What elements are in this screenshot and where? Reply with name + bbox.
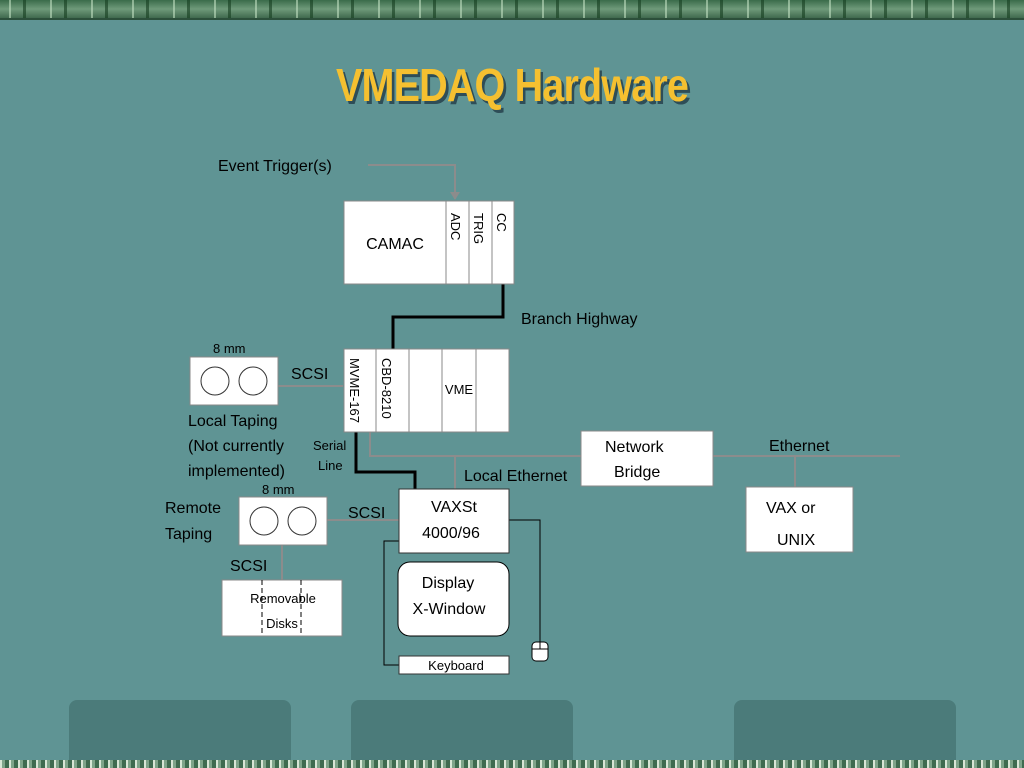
branch-highway-label: Branch Highway [521, 311, 638, 328]
slide-title: VMEDAQ Hardware [335, 59, 689, 111]
remote-8mm-label: 8 mm [262, 482, 295, 497]
thin-connectors [383, 519, 541, 666]
tape-reel-icon [200, 366, 230, 396]
local-scsi-label: SCSI [291, 366, 328, 383]
disks-label-1: Removable [250, 591, 316, 606]
event-trigger-arrowhead [450, 192, 460, 200]
remote-taping-label-1: Remote [165, 500, 221, 517]
cc-label: CC [494, 213, 509, 232]
vax-unix-box [745, 486, 854, 553]
display-label-1: Display [422, 575, 474, 592]
vaxst-label-2: 4000/96 [422, 525, 480, 542]
cbd-label: CBD-8210 [379, 358, 394, 419]
event-trigger-label: Event Trigger(s) [218, 158, 332, 175]
disk-scsi-label: SCSI [230, 558, 267, 575]
local-ethernet-line [369, 432, 581, 457]
event-trigger-line [368, 164, 456, 199]
footer-panel-center [351, 700, 573, 762]
mouse-cable [509, 519, 541, 642]
local-taping-label-2: (Not currently [188, 438, 284, 455]
disks-label-2: Disks [266, 616, 298, 631]
vaxstation-box [398, 488, 510, 554]
vme-label: VME [445, 382, 474, 397]
branch-highway-line [391, 284, 505, 349]
tape-reel-icon [238, 366, 268, 396]
serial-line-label-1: Serial [313, 438, 346, 453]
remote-taping-label-2: Taping [165, 526, 212, 543]
network-bridge-box [580, 430, 714, 487]
serial-line-label-2: Line [318, 458, 343, 473]
network-bridge-label-2: Bridge [614, 464, 660, 481]
remote-tape-drive [238, 496, 328, 546]
local-ethernet-label: Local Ethernet [464, 468, 568, 485]
mvme-label: MVME-167 [347, 358, 362, 423]
vme-crate: MVME-167 CBD-8210 VME [343, 348, 510, 433]
keyboard-label: Keyboard [428, 658, 484, 673]
local-8mm-label: 8 mm [213, 341, 246, 356]
keyboard-cable [383, 540, 399, 666]
serial-line [354, 432, 417, 489]
adc-label: ADC [448, 213, 463, 240]
display-box [397, 561, 510, 637]
network-bridge-label-1: Network [605, 439, 665, 456]
keyboard-box [398, 655, 510, 675]
mouse-icon [531, 641, 549, 662]
decorative-top-band [0, 0, 1024, 20]
local-taping-label-1: Local Taping [188, 413, 278, 430]
local-tape-drive [189, 356, 279, 406]
vax-unix-label-1: VAX or [766, 500, 816, 517]
display-label-2: X-Window [413, 601, 486, 618]
footer-panel-right [734, 700, 956, 762]
vax-unix-label-2: UNIX [777, 532, 816, 549]
gray-connectors [278, 164, 900, 580]
ethernet-label: Ethernet [769, 438, 830, 455]
decorative-bottom-band [0, 760, 1024, 768]
trig-label: TRIG [471, 213, 486, 244]
footer-panel-left [69, 700, 291, 762]
vaxst-label-1: VAXSt [431, 499, 478, 516]
tape-reel-icon [287, 506, 317, 536]
black-connectors [354, 284, 505, 489]
remote-scsi-label: SCSI [348, 505, 385, 522]
removable-disks [221, 579, 343, 637]
tape-reel-icon [249, 506, 279, 536]
camac-crate: CAMAC ADC TRIG CC [343, 200, 515, 285]
camac-label: CAMAC [366, 236, 424, 253]
local-taping-label-3: implemented) [188, 463, 285, 480]
